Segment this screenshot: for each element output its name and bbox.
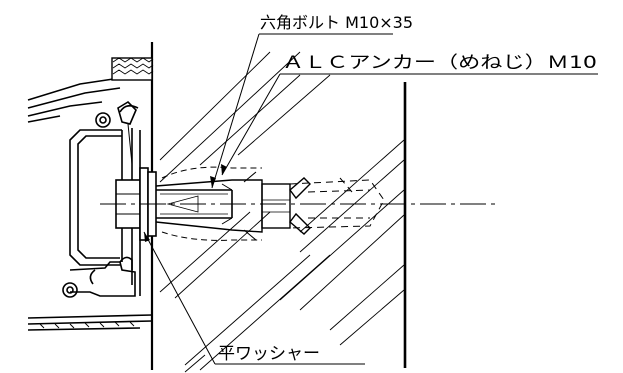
anchor-expansion-outline [289,177,385,229]
alc-anchor-body [155,166,311,241]
bolt-label: 六角ボルト M10×35 [260,13,413,32]
washer-label: 平ワッシャー [218,344,320,364]
leader-arrowheads [144,164,227,242]
hex-bolt-shank [156,189,233,219]
alc-hatching [159,51,405,373]
window-frame-section [27,57,154,331]
anchor-label: ＡＬＣアンカー（めねじ）Ｍ10 [282,53,597,73]
alc-panel [150,42,407,370]
leader-lines [143,33,598,365]
